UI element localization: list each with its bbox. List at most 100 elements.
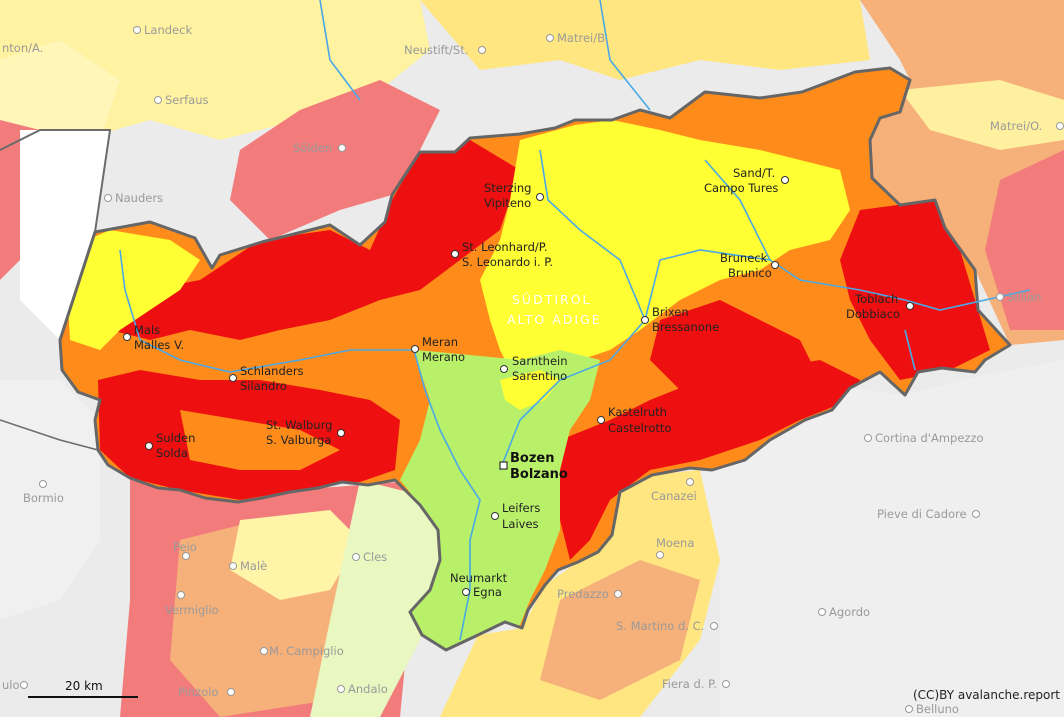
place-bormio: Bormio xyxy=(23,480,64,505)
place-fiera: Fiera d. P. xyxy=(662,677,730,691)
svg-text:Merano: Merano xyxy=(422,350,465,364)
place-sillian: Sillian xyxy=(996,290,1041,304)
place-belluno: Belluno xyxy=(905,702,959,716)
place-cles: Cles xyxy=(352,550,387,564)
svg-text:Egna: Egna xyxy=(473,585,502,599)
svg-text:Sterzing: Sterzing xyxy=(484,181,531,195)
label-matrei-o: Matrei/O. xyxy=(990,119,1042,133)
label-peio: Peio xyxy=(173,540,197,554)
svg-text:S. Valburga: S. Valburga xyxy=(266,433,331,447)
svg-text:Silandro: Silandro xyxy=(240,379,287,393)
label-landeck: Landeck xyxy=(144,23,192,37)
place-matrei-b: Matrei/B. xyxy=(546,31,609,45)
svg-text:Bruneck: Bruneck xyxy=(720,251,768,265)
scale-bar: 20 km xyxy=(28,679,138,698)
place-mcampiglio: M. Campiglio xyxy=(260,644,344,658)
place-serfaus: Serfaus xyxy=(154,93,208,107)
svg-text:Leifers: Leifers xyxy=(502,501,540,515)
svg-text:Bressanone: Bressanone xyxy=(652,320,719,334)
svg-text:Kastelruth: Kastelruth xyxy=(608,405,667,419)
scale-label: 20 km xyxy=(65,679,103,693)
label-male: Malè xyxy=(240,559,267,573)
attribution-credit[interactable]: (CC)BY avalanche.report xyxy=(913,688,1060,702)
place-predazzo: Predazzo xyxy=(557,587,622,601)
label-serfaus: Serfaus xyxy=(165,93,208,107)
label-bormio: Bormio xyxy=(23,491,64,505)
label-fiera: Fiera d. P. xyxy=(662,677,717,691)
label-soelden: Sölden xyxy=(293,141,332,155)
country-border-west xyxy=(0,129,112,233)
place-pieve: Pieve di Cadore xyxy=(877,507,980,521)
svg-text:Malles V.: Malles V. xyxy=(134,338,184,352)
svg-text:Sand/T.: Sand/T. xyxy=(733,166,775,180)
place-smartino: S. Martino d. C. xyxy=(616,619,718,633)
svg-text:Schlanders: Schlanders xyxy=(240,364,304,378)
label-mcampiglio: M. Campiglio xyxy=(269,644,344,658)
label-matrei-b: Matrei/B. xyxy=(557,31,609,45)
outside-places: Landeck nton/A. Neustift/St. Matrei/B. S… xyxy=(2,23,1064,716)
label-pinzolo: Pinzolo xyxy=(178,685,218,699)
svg-text:Vipiteno: Vipiteno xyxy=(484,196,531,210)
place-vermiglio: Vermiglio xyxy=(165,591,219,617)
svg-text:Meran: Meran xyxy=(422,335,458,349)
svg-text:Bozen: Bozen xyxy=(510,451,554,466)
label-canazei: Canazei xyxy=(651,489,697,503)
region-title-it: ALTO ADIGE xyxy=(507,312,602,327)
place-sand: Sand/T.Campo Tures xyxy=(704,166,789,195)
label-ulo: ulo xyxy=(2,678,20,692)
place-soelden: Sölden xyxy=(293,141,346,155)
label-sillian: Sillian xyxy=(1007,290,1041,304)
place-landeck: Landeck xyxy=(133,23,192,37)
svg-text:Brunico: Brunico xyxy=(728,266,772,280)
svg-text:Neumarkt: Neumarkt xyxy=(450,571,508,585)
svg-text:Brixen: Brixen xyxy=(652,305,689,319)
label-nauders: Nauders xyxy=(115,191,163,205)
place-peio: Peio xyxy=(173,540,197,560)
label-pieve: Pieve di Cadore xyxy=(877,507,967,521)
svg-text:S. Leonardo i. P.: S. Leonardo i. P. xyxy=(462,255,553,269)
place-moena: Moena xyxy=(656,536,694,559)
place-cortina: Cortina d'Ampezzo xyxy=(864,431,984,445)
svg-text:Campo Tures: Campo Tures xyxy=(704,181,778,195)
label-smartino: S. Martino d. C. xyxy=(616,619,704,633)
svg-text:Bolzano: Bolzano xyxy=(510,467,568,482)
label-anton: nton/A. xyxy=(2,41,43,55)
label-andalo: Andalo xyxy=(348,682,388,696)
place-ulo: ulo xyxy=(2,678,28,692)
label-agordo: Agordo xyxy=(829,605,870,619)
svg-text:St. Leonhard/P.: St. Leonhard/P. xyxy=(462,240,548,254)
place-canazei: Canazei xyxy=(651,478,697,503)
place-pinzolo: Pinzolo xyxy=(178,685,235,699)
place-neustift: Neustift/St. xyxy=(404,43,486,57)
place-stleonhard: St. Leonhard/P.S. Leonardo i. P. xyxy=(451,240,553,269)
label-cortina: Cortina d'Ampezzo xyxy=(875,431,984,445)
place-male: Malè xyxy=(229,559,267,573)
label-neustift: Neustift/St. xyxy=(404,43,468,57)
place-agordo: Agordo xyxy=(818,605,870,619)
label-cles: Cles xyxy=(363,550,387,564)
svg-text:Sarentino: Sarentino xyxy=(512,369,567,383)
country-border-south xyxy=(0,419,99,451)
svg-text:Sulden: Sulden xyxy=(156,431,195,445)
label-predazzo: Predazzo xyxy=(557,587,609,601)
svg-text:Mals: Mals xyxy=(134,323,160,337)
place-matrei-o: Matrei/O. xyxy=(990,119,1064,133)
svg-text:Laives: Laives xyxy=(502,517,539,531)
svg-text:Solda: Solda xyxy=(156,446,188,460)
svg-text:Sarnthein: Sarnthein xyxy=(512,354,568,368)
